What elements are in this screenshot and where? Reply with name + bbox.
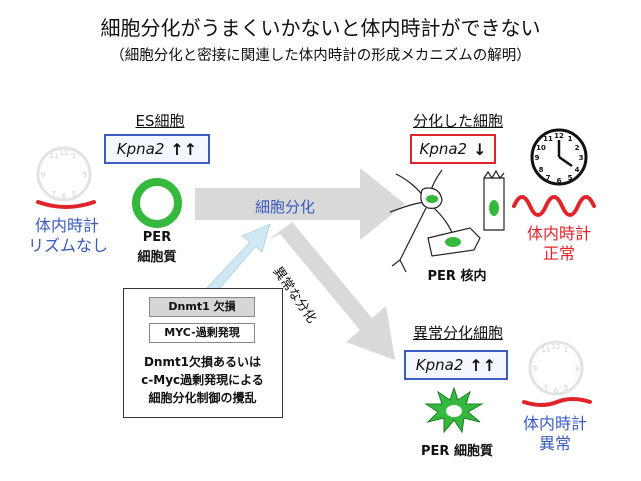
- svg-text:12: 12: [554, 132, 564, 140]
- abnormal-per-label: PER 細胞質: [421, 444, 493, 459]
- svg-text:9: 9: [41, 171, 45, 179]
- flat-line-icon: [522, 397, 592, 407]
- svg-text:4: 4: [575, 166, 580, 174]
- es-clock-label-line1: 体内時計: [34, 216, 99, 235]
- svg-text:11: 11: [50, 152, 59, 160]
- svg-text:5: 5: [568, 174, 573, 182]
- es-clock-label-line2: リズムなし: [27, 236, 108, 255]
- up-up-arrow-icon: ↑↑: [170, 139, 198, 159]
- perturbation-desc-line3: 細胞分化制御の攪乱: [148, 391, 257, 405]
- flat-line-icon: [36, 200, 96, 209]
- abnormal-kpna2-box: Kpna2 ↑↑: [404, 350, 508, 380]
- svg-text:3: 3: [579, 154, 584, 162]
- diagram-subtitle: （細胞分化と密接に関連した体内時計の形成メカニズムの解明）: [110, 48, 531, 64]
- es-cell-icon: [132, 178, 182, 228]
- myc-tag: MYC-過剰発現: [149, 323, 255, 343]
- down-arrow-icon: ↓: [473, 139, 487, 159]
- svg-text:11: 11: [542, 346, 551, 354]
- es-kpna2-box: Kpna2 ↑↑: [104, 134, 210, 164]
- svg-text:9: 9: [535, 154, 540, 162]
- svg-text:6: 6: [62, 193, 67, 201]
- abnormal-heading: 異常分化細胞: [412, 324, 503, 342]
- svg-text:5: 5: [564, 384, 568, 392]
- diagram-title: 細胞分化がうまくいかないと体内時計ができない: [100, 16, 541, 40]
- es-cell-heading: ES細胞: [135, 112, 185, 130]
- svg-text:12: 12: [552, 343, 561, 351]
- svg-text:7: 7: [52, 190, 56, 198]
- svg-text:12: 12: [60, 149, 69, 157]
- svg-text:5: 5: [72, 190, 76, 198]
- svg-text:3: 3: [575, 365, 579, 373]
- svg-text:6: 6: [554, 387, 559, 395]
- differentiation-label: 細胞分化: [255, 198, 316, 216]
- svg-text:2: 2: [575, 144, 580, 152]
- es-per-label-line2: 細胞質: [137, 250, 177, 265]
- svg-text:9: 9: [533, 365, 537, 373]
- svg-text:1: 1: [564, 346, 568, 354]
- svg-text:1: 1: [568, 135, 573, 143]
- abnormal-cell-icon: [424, 386, 484, 434]
- differentiated-heading: 分化した細胞: [412, 112, 503, 130]
- kpna2-gene-label: Kpna2: [419, 140, 468, 158]
- perturbation-box: Dnmt1 欠損 MYC-過剰発現 Dnmt1欠損あるいは c-Myc過剰発現に…: [123, 288, 283, 418]
- svg-text:8: 8: [539, 166, 544, 174]
- svg-text:11: 11: [543, 135, 553, 143]
- kpna2-gene-label: Kpna2: [116, 140, 165, 158]
- svg-text:6: 6: [557, 177, 562, 185]
- perturbation-desc-line1: Dnmt1欠損あるいは: [143, 355, 262, 369]
- up-up-arrow-icon: ↑↑: [469, 355, 497, 375]
- kpna2-gene-label: Kpna2: [415, 356, 464, 374]
- svg-text:10: 10: [536, 144, 546, 152]
- abnormal-clock-label-line2: 異常: [538, 434, 571, 453]
- differentiated-kpna2-box: Kpna2 ↓: [410, 134, 496, 164]
- perturbation-desc-line2: c-Myc過剰発現による: [141, 373, 264, 387]
- es-per-label-line1: PER: [142, 230, 172, 245]
- svg-text:7: 7: [546, 174, 551, 182]
- svg-text:7: 7: [544, 384, 548, 392]
- dnmt1-tag: Dnmt1 欠損: [149, 297, 255, 317]
- abnormal-clock-label-line1: 体内時計: [522, 414, 587, 433]
- svg-text:1: 1: [72, 152, 76, 160]
- neuron-cells-illustration: [389, 169, 505, 273]
- wave-rhythm-icon: [512, 195, 596, 217]
- differentiated-clock-label-line2: 正常: [542, 244, 575, 263]
- differentiated-clock-label-line1: 体内時計: [526, 224, 591, 243]
- differentiated-per-label: PER 核内: [427, 269, 487, 284]
- svg-text:3: 3: [83, 171, 87, 179]
